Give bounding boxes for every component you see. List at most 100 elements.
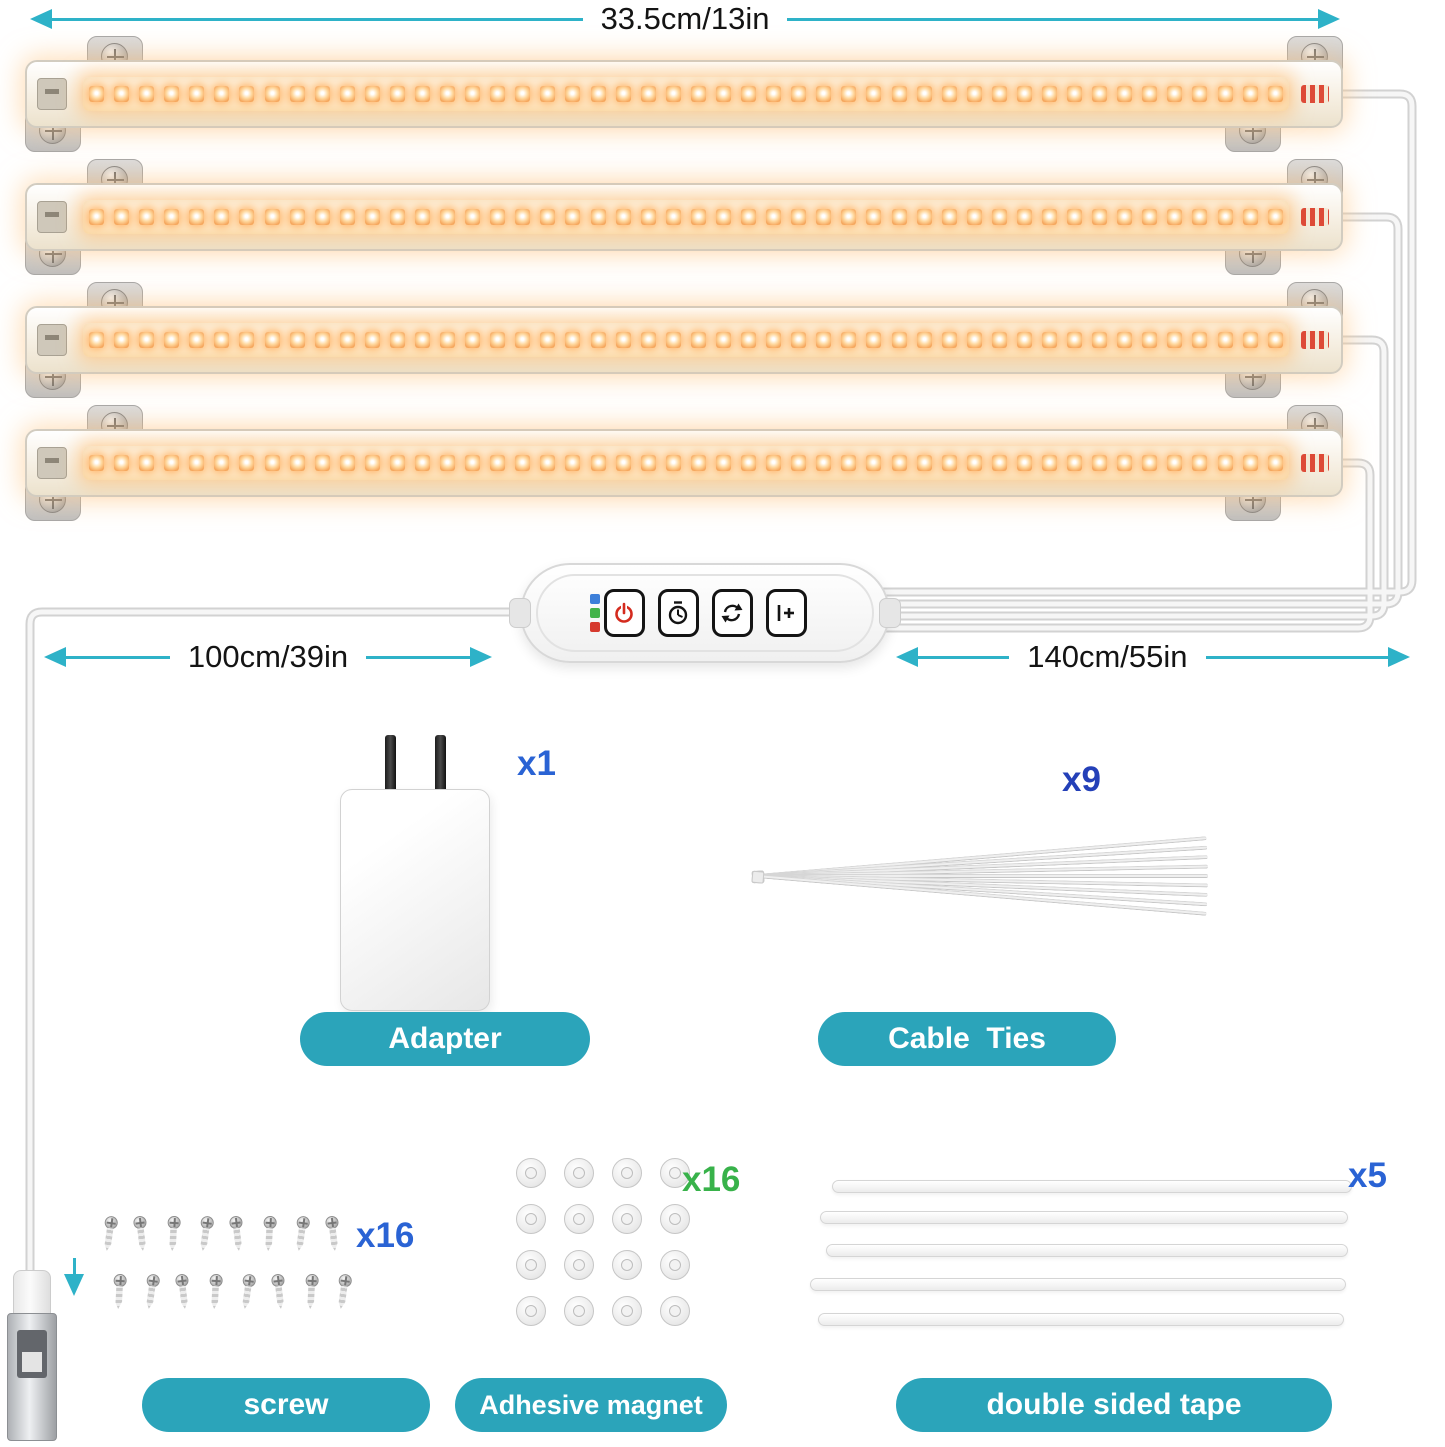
bar-connector: [37, 324, 67, 356]
led-chip: [690, 86, 706, 102]
led-chip: [289, 209, 305, 225]
adhesive-magnet: [564, 1296, 594, 1326]
led-chip: [214, 209, 230, 225]
adhesive-magnet: [660, 1158, 690, 1188]
led-chip: [665, 209, 681, 225]
led-chip: [1167, 455, 1183, 471]
led-chip: [1092, 455, 1108, 471]
led-chip: [239, 86, 255, 102]
plug-prong: [385, 735, 396, 795]
magnet-label: Adhesive magnet: [479, 1389, 703, 1420]
led-chip: [89, 86, 104, 102]
led-chip: [1142, 86, 1158, 102]
tape-strip: [810, 1278, 1346, 1291]
magnets-group: [516, 1158, 690, 1326]
led-chip: [1067, 455, 1083, 471]
led-chip: [916, 332, 932, 348]
led-chip: [540, 332, 556, 348]
led-chip: [565, 455, 581, 471]
led-chip: [189, 455, 205, 471]
bar-end-wires: [1301, 454, 1329, 472]
led-chip: [565, 332, 581, 348]
led-chip: [214, 332, 230, 348]
arrow-right-icon: [1388, 647, 1410, 667]
led-chip: [1067, 332, 1083, 348]
led-chip: [1117, 455, 1133, 471]
cycle-button: [711, 589, 753, 637]
led-chip: [891, 86, 907, 102]
led-chip: [891, 455, 907, 471]
mode-indicators: [590, 594, 600, 632]
led-chip: [114, 455, 130, 471]
magnet-center: [525, 1167, 537, 1179]
led-chip: [1242, 332, 1258, 348]
led-chip: [841, 86, 857, 102]
led-chip: [715, 332, 731, 348]
led-chip: [1016, 209, 1032, 225]
led-chip: [991, 86, 1007, 102]
led-bar: [25, 405, 1343, 521]
led-chip: [1142, 455, 1158, 471]
dimension-line: [918, 655, 1010, 659]
led-chip: [515, 86, 531, 102]
led-chip: [415, 209, 431, 225]
magnet-center: [573, 1259, 585, 1271]
led-chip: [164, 455, 180, 471]
magnet-center: [573, 1167, 585, 1179]
magnet-center: [573, 1305, 585, 1317]
cable-ties-label-pill: Cable Ties: [818, 1012, 1116, 1066]
arrow-left-icon: [896, 647, 918, 667]
tape-strip: [826, 1244, 1348, 1257]
dimension-left-label: 100cm/39in: [187, 639, 349, 674]
led-chip: [264, 455, 280, 471]
led-chip: [1016, 332, 1032, 348]
tape-group: [810, 1180, 1355, 1340]
led-chip: [314, 455, 330, 471]
bar-end-wires: [1301, 85, 1329, 103]
led-chip: [690, 332, 706, 348]
bar-end-wires: [1301, 208, 1329, 226]
magnet-center: [525, 1259, 537, 1271]
led-chip: [364, 86, 380, 102]
led-chip: [415, 332, 431, 348]
led-chip: [991, 209, 1007, 225]
led-chip: [991, 332, 1007, 348]
led-chip: [665, 455, 681, 471]
cable-ties-group: [748, 828, 1218, 938]
led-chip: [1167, 86, 1183, 102]
dimension-right-label: 140cm/55in: [1027, 639, 1188, 674]
adapter-label: Adapter: [388, 1022, 502, 1055]
led-chip: [841, 209, 857, 225]
led-chip: [590, 86, 606, 102]
led-chip: [440, 455, 456, 471]
led-chip: [1267, 209, 1283, 225]
led-chip: [1117, 209, 1133, 225]
usb-metal-shell: [7, 1313, 57, 1441]
led-chip: [966, 209, 982, 225]
led-bar-body: [25, 306, 1343, 374]
led-chip: [816, 86, 832, 102]
down-arrow: [64, 1258, 84, 1296]
led-strip: [83, 200, 1289, 234]
led-chip: [465, 209, 481, 225]
led-chip: [1167, 209, 1183, 225]
led-chip: [1016, 86, 1032, 102]
led-chip: [164, 332, 180, 348]
magnet-center: [669, 1305, 681, 1317]
led-chip: [791, 209, 807, 225]
led-chip: [139, 209, 155, 225]
led-chip: [389, 86, 405, 102]
magnet-center: [573, 1213, 585, 1225]
led-chip: [465, 455, 481, 471]
led-chip: [515, 455, 531, 471]
led-chip: [816, 209, 832, 225]
led-chip: [1092, 209, 1108, 225]
led-chip: [440, 209, 456, 225]
led-bar: [25, 36, 1343, 152]
screw-count: x16: [356, 1216, 415, 1255]
led-chip: [364, 332, 380, 348]
brightness-plus-icon: [777, 605, 794, 621]
controller-face: [536, 574, 874, 652]
led-chip: [490, 86, 506, 102]
led-chip: [941, 455, 957, 471]
